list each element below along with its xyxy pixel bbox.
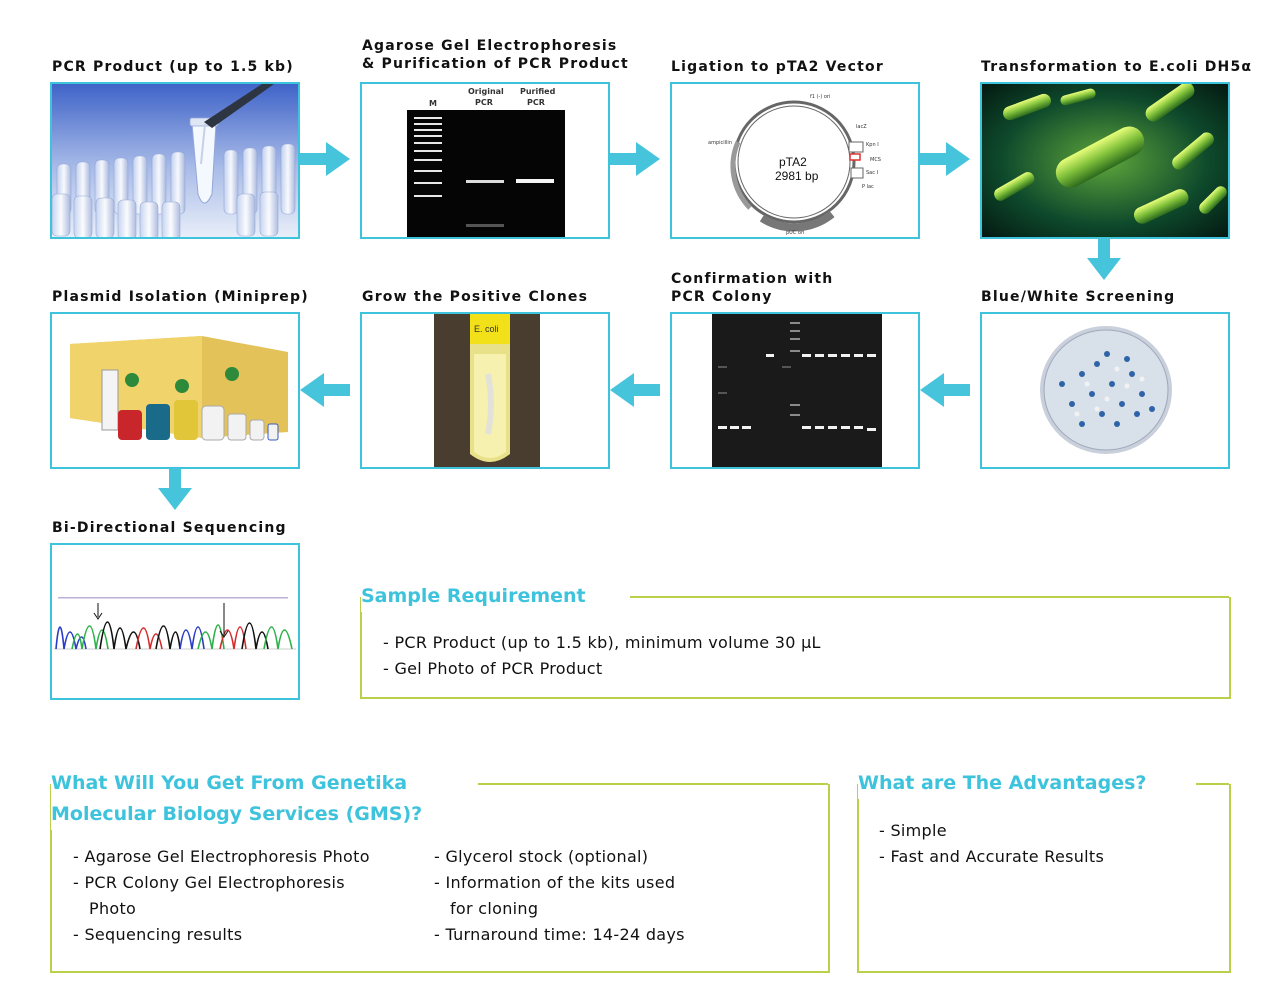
petri-dish-image	[980, 312, 1230, 469]
feature-lacz: lacZ	[856, 124, 867, 130]
tube-label: E. coli	[474, 324, 499, 334]
vector-name: pTA2	[779, 155, 807, 169]
deliverables-title-line2: Molecular Biology Services (GMS)?	[51, 799, 429, 830]
deliverable-col2-item-1: - Glycerol stock (optional)	[434, 847, 649, 866]
lane-label-m: M	[429, 99, 437, 108]
deliverable-col1-item-2: - PCR Colony Gel Electrophoresis	[73, 873, 345, 892]
culture-tube-image: E. coli	[360, 312, 610, 469]
step-label-confirmation-line1: Confirmation with	[671, 271, 834, 287]
step-label-gel-line2: & Purification of PCR Product	[362, 56, 629, 72]
arrow-right-1	[300, 142, 350, 176]
feature-ampicillin: ampicillin	[708, 140, 732, 146]
arrow-down-2	[158, 468, 192, 510]
step-label-gel-line1: Agarose Gel Electrophoresis	[362, 38, 618, 54]
deliverables-title-line1: What Will You Get From Genetika	[51, 768, 414, 799]
deliverable-col2-item-2-cont: for cloning	[450, 899, 539, 918]
sequencing-chromatogram-image	[50, 543, 300, 700]
step-label-confirmation-line2: PCR Colony	[671, 289, 773, 305]
sample-requirement-top-border	[630, 596, 1229, 598]
step-label-blue-white: Blue/White Screening	[981, 289, 1176, 305]
lane-label-purified-2: PCR	[527, 98, 545, 107]
deliverable-col1-item-1: - Agarose Gel Electrophoresis Photo	[73, 847, 370, 866]
advantages-top-border	[1196, 783, 1229, 785]
deliverables-top-border	[478, 783, 828, 785]
pcr-product-image	[50, 82, 300, 239]
arrow-left-3	[300, 373, 350, 407]
bacteria-image	[980, 82, 1230, 239]
arrow-left-1	[920, 373, 970, 407]
advantage-item-1: - Simple	[879, 821, 947, 840]
feature-plac: P lac	[862, 184, 874, 190]
deliverables-box	[50, 784, 830, 973]
feature-saci: Sac I	[866, 170, 878, 176]
arrow-right-3	[920, 142, 970, 176]
deliverable-col2-item-2: - Information of the kits used	[434, 873, 676, 892]
miniprep-kit-image	[50, 312, 300, 469]
arrow-left-2	[610, 373, 660, 407]
vector-map-image: pTA2 2981 bp f1 (-) ori lacZ Kpn I MCS S…	[670, 82, 920, 239]
step-label-ligation: Ligation to pTA2 Vector	[671, 59, 884, 75]
vector-size: 2981 bp	[775, 169, 819, 183]
step-label-plasmid-isolation: Plasmid Isolation (Miniprep)	[52, 289, 309, 305]
feature-puc-ori: pUC ori	[786, 230, 804, 236]
requirement-item-2: - Gel Photo of PCR Product	[383, 659, 603, 678]
advantages-title: What are The Advantages?	[858, 768, 1153, 799]
agarose-gel-image: M Original PCR Purified PCR	[360, 82, 610, 239]
deliverable-col1-item-3: - Sequencing results	[73, 925, 243, 944]
deliverable-col2-item-3: - Turnaround time: 14-24 days	[434, 925, 685, 944]
colony-pcr-gel-image	[670, 312, 920, 469]
feature-kpni: Kpn I	[866, 142, 879, 148]
feature-mcs: MCS	[870, 157, 881, 163]
step-label-sequencing: Bi-Directional Sequencing	[52, 520, 287, 536]
advantage-item-2: - Fast and Accurate Results	[879, 847, 1105, 866]
deliverable-col1-item-2-cont: Photo	[89, 899, 137, 918]
step-label-grow-clones: Grow the Positive Clones	[362, 289, 589, 305]
step-label-pcr-product: PCR Product (up to 1.5 kb)	[52, 59, 294, 75]
step-label-transformation: Transformation to E.coli DH5α	[981, 59, 1253, 75]
lane-label-original-2: PCR	[475, 98, 493, 107]
arrow-right-2	[610, 142, 660, 176]
lane-label-purified-1: Purified	[520, 87, 556, 96]
advantages-box	[857, 784, 1231, 973]
feature-f1-ori: f1 (-) ori	[810, 94, 830, 100]
lane-label-original-1: Original	[468, 87, 504, 96]
sample-requirement-title: Sample Requirement	[361, 581, 592, 612]
sample-requirement-box	[360, 597, 1231, 699]
arrow-down-1	[1087, 238, 1121, 280]
requirement-item-1: - PCR Product (up to 1.5 kb), minimum vo…	[383, 633, 821, 652]
